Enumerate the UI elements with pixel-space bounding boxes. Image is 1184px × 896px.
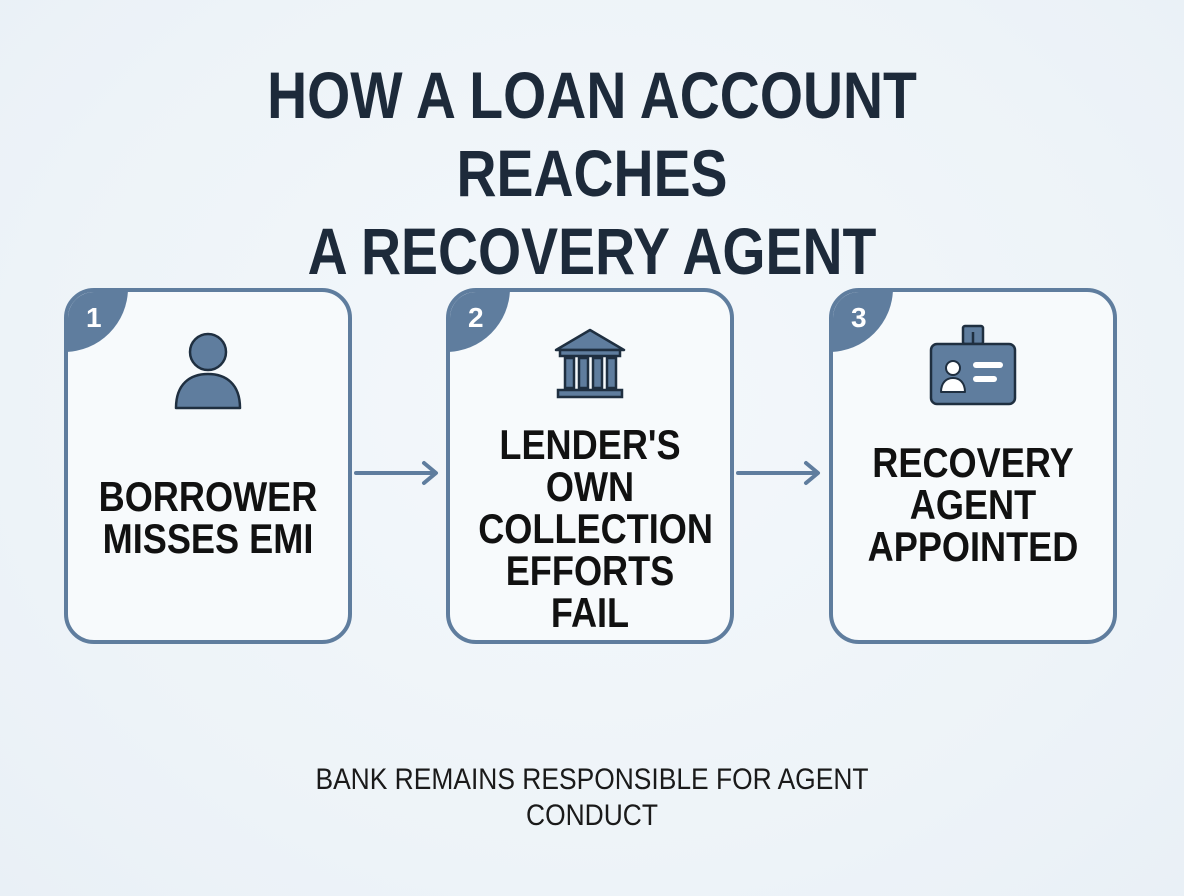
step-number-3: 3 — [851, 302, 867, 333]
step-3-line-1: RECOVERY — [872, 439, 1074, 486]
step-text-3: RECOVERY AGENT APPOINTED — [861, 442, 1085, 568]
id-badge-icon — [929, 324, 1017, 406]
title-line-2: A RECOVERY AGENT — [307, 214, 877, 288]
footer-note: BANK REMAINS RESPONSIBLE FOR AGENT CONDU… — [315, 763, 869, 832]
step-2-line-1: LENDER'S — [499, 421, 681, 468]
step-number-2: 2 — [468, 302, 484, 333]
step-1-line-1: BORROWER — [98, 473, 318, 520]
step-3-line-2: AGENT — [909, 481, 1037, 528]
step-text-2: LENDER'S OWN COLLECTION EFFORTS FAIL — [478, 421, 713, 636]
step-number-badge-2: 2 — [450, 292, 510, 352]
step-number-badge-3: 3 — [833, 292, 893, 352]
step-number-badge-1: 1 — [68, 292, 128, 352]
person-icon — [174, 332, 242, 410]
step-2-line-3: COLLECTION — [478, 505, 713, 552]
step-2-line-2: OWN — [545, 463, 635, 510]
title-line-1: HOW A LOAN ACCOUNT REACHES — [267, 58, 917, 210]
page-title: HOW A LOAN ACCOUNT REACHES A RECOVERY AG… — [145, 56, 1039, 290]
step-card-1: 1 BORROWER MISSES EMI — [64, 288, 352, 644]
step-card-2: 2 LENDER'S OWN COLLECTION EFFORTS FAIL — [446, 288, 734, 644]
arrow-right-icon — [354, 461, 438, 485]
arrow-right-icon — [736, 461, 820, 485]
step-text-1: BORROWER MISSES EMI — [96, 476, 320, 560]
step-3-line-3: APPOINTED — [867, 523, 1079, 570]
step-card-3: 3 RECOVERY AGENT APPOINTED — [829, 288, 1117, 644]
step-1-line-2: MISSES EMI — [102, 515, 314, 562]
bank-icon — [554, 328, 626, 399]
step-number-1: 1 — [86, 302, 102, 333]
step-2-line-4: EFFORTS FAIL — [505, 547, 675, 636]
